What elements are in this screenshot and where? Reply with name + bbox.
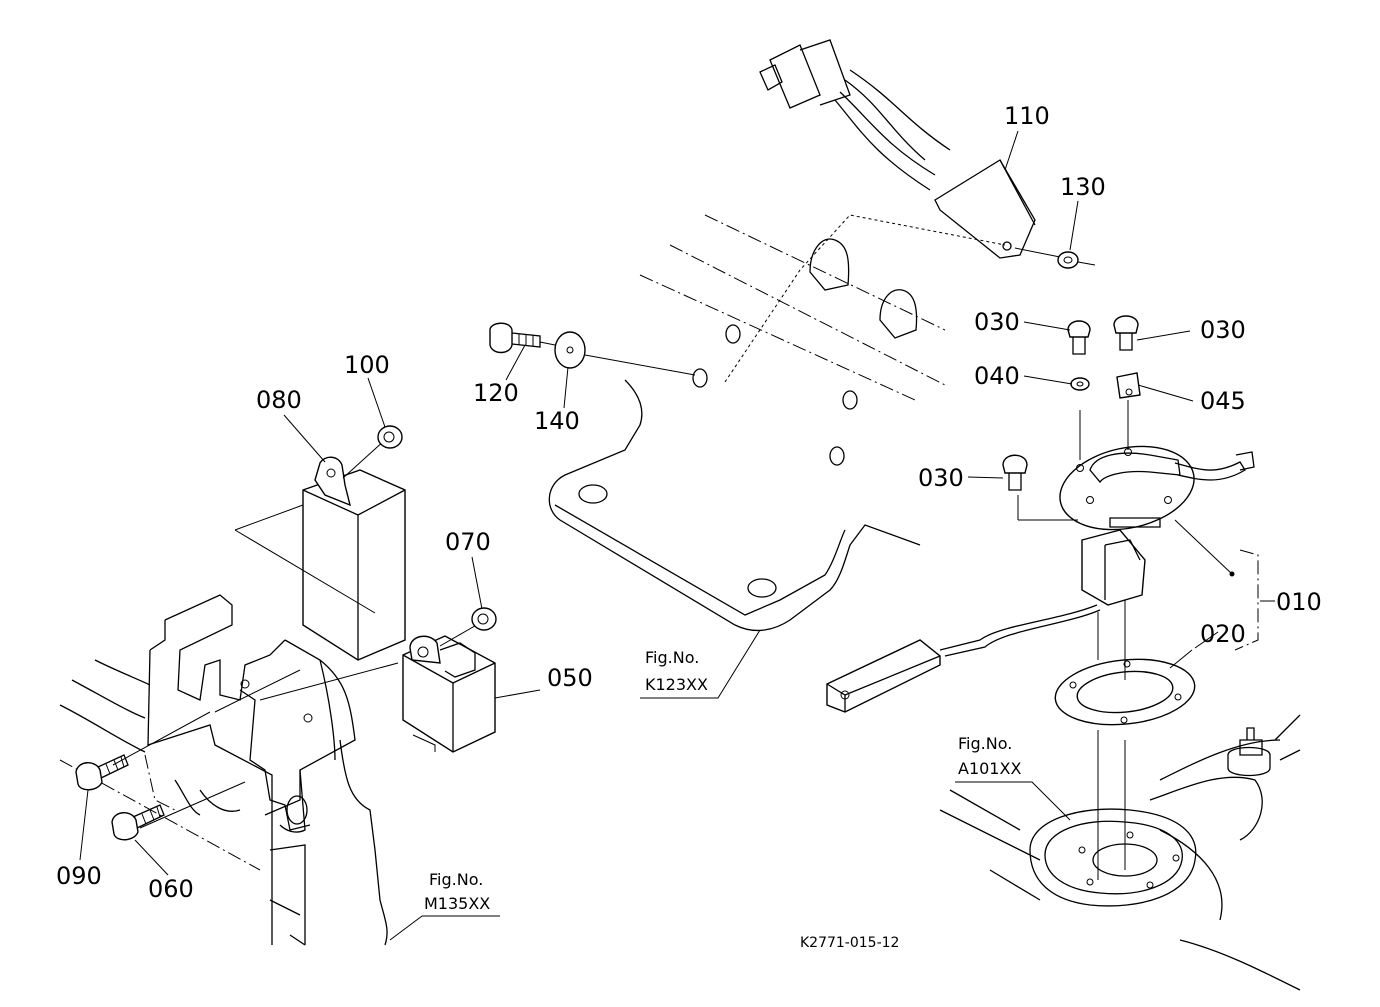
- relay-080: [234, 439, 406, 661]
- part-label-010: 010: [1276, 588, 1322, 616]
- leader-lines: [79, 130, 1219, 941]
- part-number-labels: 110 130 030 030 040 045 030 010 020 120 …: [56, 102, 1322, 903]
- part-label-110: 110: [1004, 102, 1050, 130]
- part-label-070: 070: [445, 528, 491, 556]
- part-label-120: 120: [473, 379, 519, 407]
- fig-ref-k123-code: K123XX: [645, 675, 708, 694]
- part-label-020: 020: [1200, 620, 1246, 648]
- wire-harness-110: [759, 39, 1061, 259]
- washer-040: [1070, 377, 1090, 391]
- part-label-130: 130: [1060, 173, 1106, 201]
- screw-030-a: [1067, 320, 1091, 355]
- part-label-080: 080: [256, 386, 302, 414]
- part-label-090: 090: [56, 862, 102, 890]
- part-label-030-c: 030: [918, 464, 964, 492]
- bolt-090: [75, 754, 129, 791]
- clip-045: [1116, 372, 1141, 399]
- gasket-020: [1054, 600, 1196, 880]
- part-label-030-b: 030: [1200, 316, 1246, 344]
- part-label-040: 040: [974, 362, 1020, 390]
- fig-ref-m135-code: M135XX: [424, 894, 490, 913]
- part-label-140: 140: [534, 407, 580, 435]
- drawing-code: K2771-015-12: [800, 935, 899, 951]
- washer-140: [539, 331, 696, 376]
- frame-m135: [59, 594, 399, 946]
- fig-ref-a101-label: Fig.No.: [958, 734, 1012, 753]
- bolt-060: [111, 804, 165, 841]
- fig-ref-a101-code: A101XX: [958, 759, 1021, 778]
- screw-030-c: [1002, 454, 1028, 491]
- grommet-070: [471, 607, 497, 631]
- fig-ref-k123-label: Fig.No.: [645, 648, 699, 667]
- part-label-045: 045: [1200, 387, 1246, 415]
- bolt-120: [489, 322, 541, 354]
- screw-030-b: [1113, 315, 1139, 351]
- bracket-k123: [548, 214, 1006, 632]
- fuel-sender-010: [826, 400, 1275, 713]
- part-label-030-a: 030: [974, 308, 1020, 336]
- grommet-100: [377, 425, 403, 449]
- fig-ref-m135-label: Fig.No.: [429, 870, 483, 889]
- tank-a101: [939, 714, 1301, 991]
- part-label-050: 050: [547, 664, 593, 692]
- nut-130: [1057, 251, 1096, 269]
- part-label-100: 100: [344, 351, 390, 379]
- relay-050: [402, 622, 496, 753]
- figure-references: Fig.No. K123XX Fig.No. A101XX Fig.No. M1…: [424, 648, 1021, 913]
- part-label-060: 060: [148, 875, 194, 903]
